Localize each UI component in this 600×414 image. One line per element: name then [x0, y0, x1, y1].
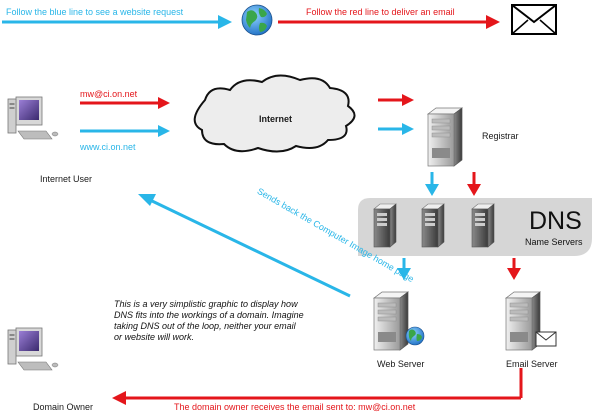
caption-text: This is a very simplistic graphic to dis…	[114, 299, 304, 342]
web-server-icon	[373, 291, 409, 351]
email-request-arrowhead	[158, 97, 170, 109]
registrar-to-dns-red-arrowhead	[467, 184, 481, 196]
domain-owner-label: Domain Owner	[33, 402, 94, 412]
owner-receives-text: The domain owner receives the email sent…	[174, 402, 416, 412]
dns-server-icon	[471, 203, 495, 248]
envelope-icon	[511, 4, 557, 35]
dns-server-icon	[373, 203, 397, 248]
dns-to-email-arrowhead	[507, 268, 521, 280]
registrar-label: Registrar	[482, 131, 519, 141]
dns-to-web-arrowhead	[397, 268, 411, 280]
website-address-label: www.ci.on.net	[80, 142, 136, 152]
cloud-to-registrar-blue-arrowhead	[402, 123, 414, 135]
cloud-icon	[193, 74, 356, 153]
globe-icon	[241, 4, 273, 36]
legend-blue-text: Follow the blue line to see a website re…	[6, 7, 184, 17]
email-server-label: Email Server	[506, 359, 558, 369]
globe-icon	[405, 326, 425, 346]
dns-server-icon	[421, 203, 445, 248]
dns-subtitle: Name Servers	[525, 237, 583, 247]
registrar-to-dns-blue-arrowhead	[425, 184, 439, 196]
legend-red-text: Follow the red line to deliver an email	[306, 7, 455, 17]
email-server-icon	[505, 291, 541, 351]
internet-user-computer-icon	[7, 96, 59, 140]
legend-red-arrowhead	[486, 15, 500, 29]
email-address-label: mw@ci.on.net	[80, 89, 138, 99]
sends-back-arrowhead	[138, 194, 156, 206]
email-delivery-arrowhead	[112, 391, 126, 405]
domain-owner-computer-icon	[7, 327, 59, 371]
registrar-server-icon	[427, 107, 463, 167]
web-request-arrowhead	[158, 125, 170, 137]
internet-label: Internet	[259, 114, 293, 124]
cloud-to-registrar-red-arrowhead	[402, 94, 414, 106]
web-server-label: Web Server	[377, 359, 425, 369]
internet-user-label: Internet User	[40, 174, 93, 184]
sends-back-line	[149, 198, 351, 298]
legend-blue-arrowhead	[218, 15, 232, 29]
email-badge-icon	[535, 331, 557, 347]
dns-title: DNS	[529, 207, 582, 235]
